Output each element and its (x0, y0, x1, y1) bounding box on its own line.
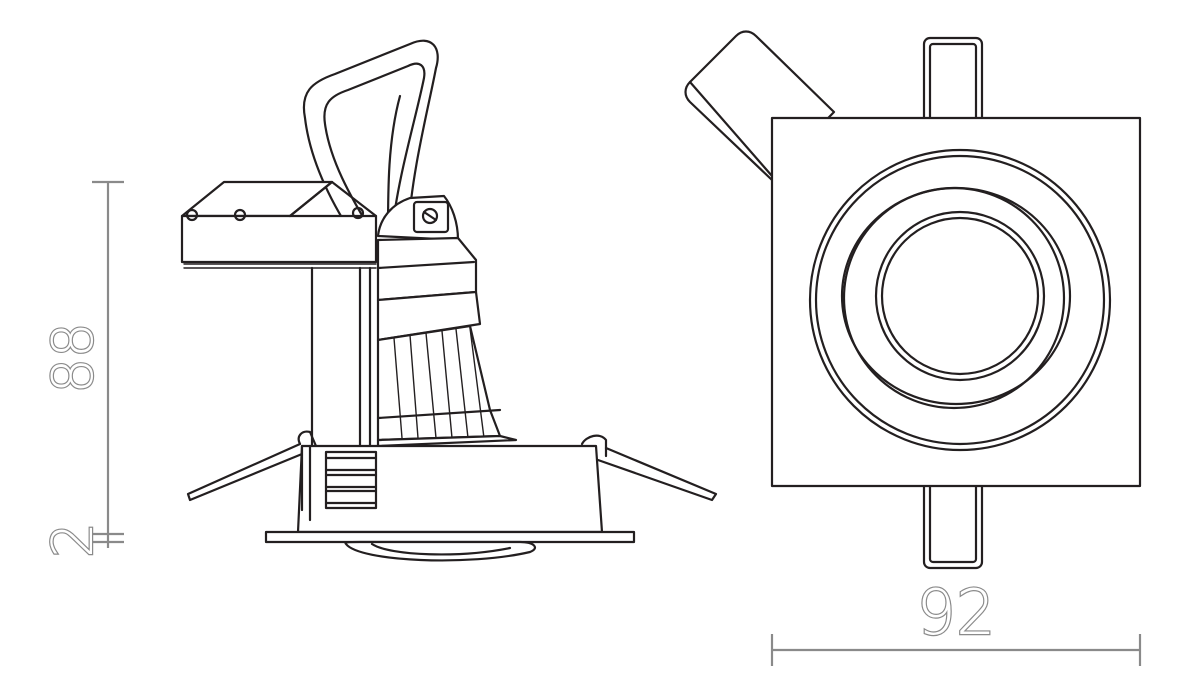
side-view (180, 39, 718, 562)
lamp-body (376, 324, 518, 448)
height-dimension: 88 2 (40, 180, 124, 559)
square-bezel (770, 116, 1142, 488)
width-label: 92 (917, 576, 996, 649)
lamp-socket (376, 194, 482, 342)
bezel-plate (264, 530, 636, 562)
housing (296, 444, 604, 534)
front-view (684, 30, 1142, 570)
bottom-spring-tab (922, 476, 984, 570)
terminal-block (180, 180, 378, 269)
height-label: 88 (41, 322, 106, 393)
top-spring-tab (922, 36, 984, 130)
bezel-thickness-label: 2 (41, 522, 106, 558)
spring-clips (186, 430, 718, 502)
lens-rings (808, 148, 1112, 452)
width-dimension: 92 (770, 575, 1142, 666)
